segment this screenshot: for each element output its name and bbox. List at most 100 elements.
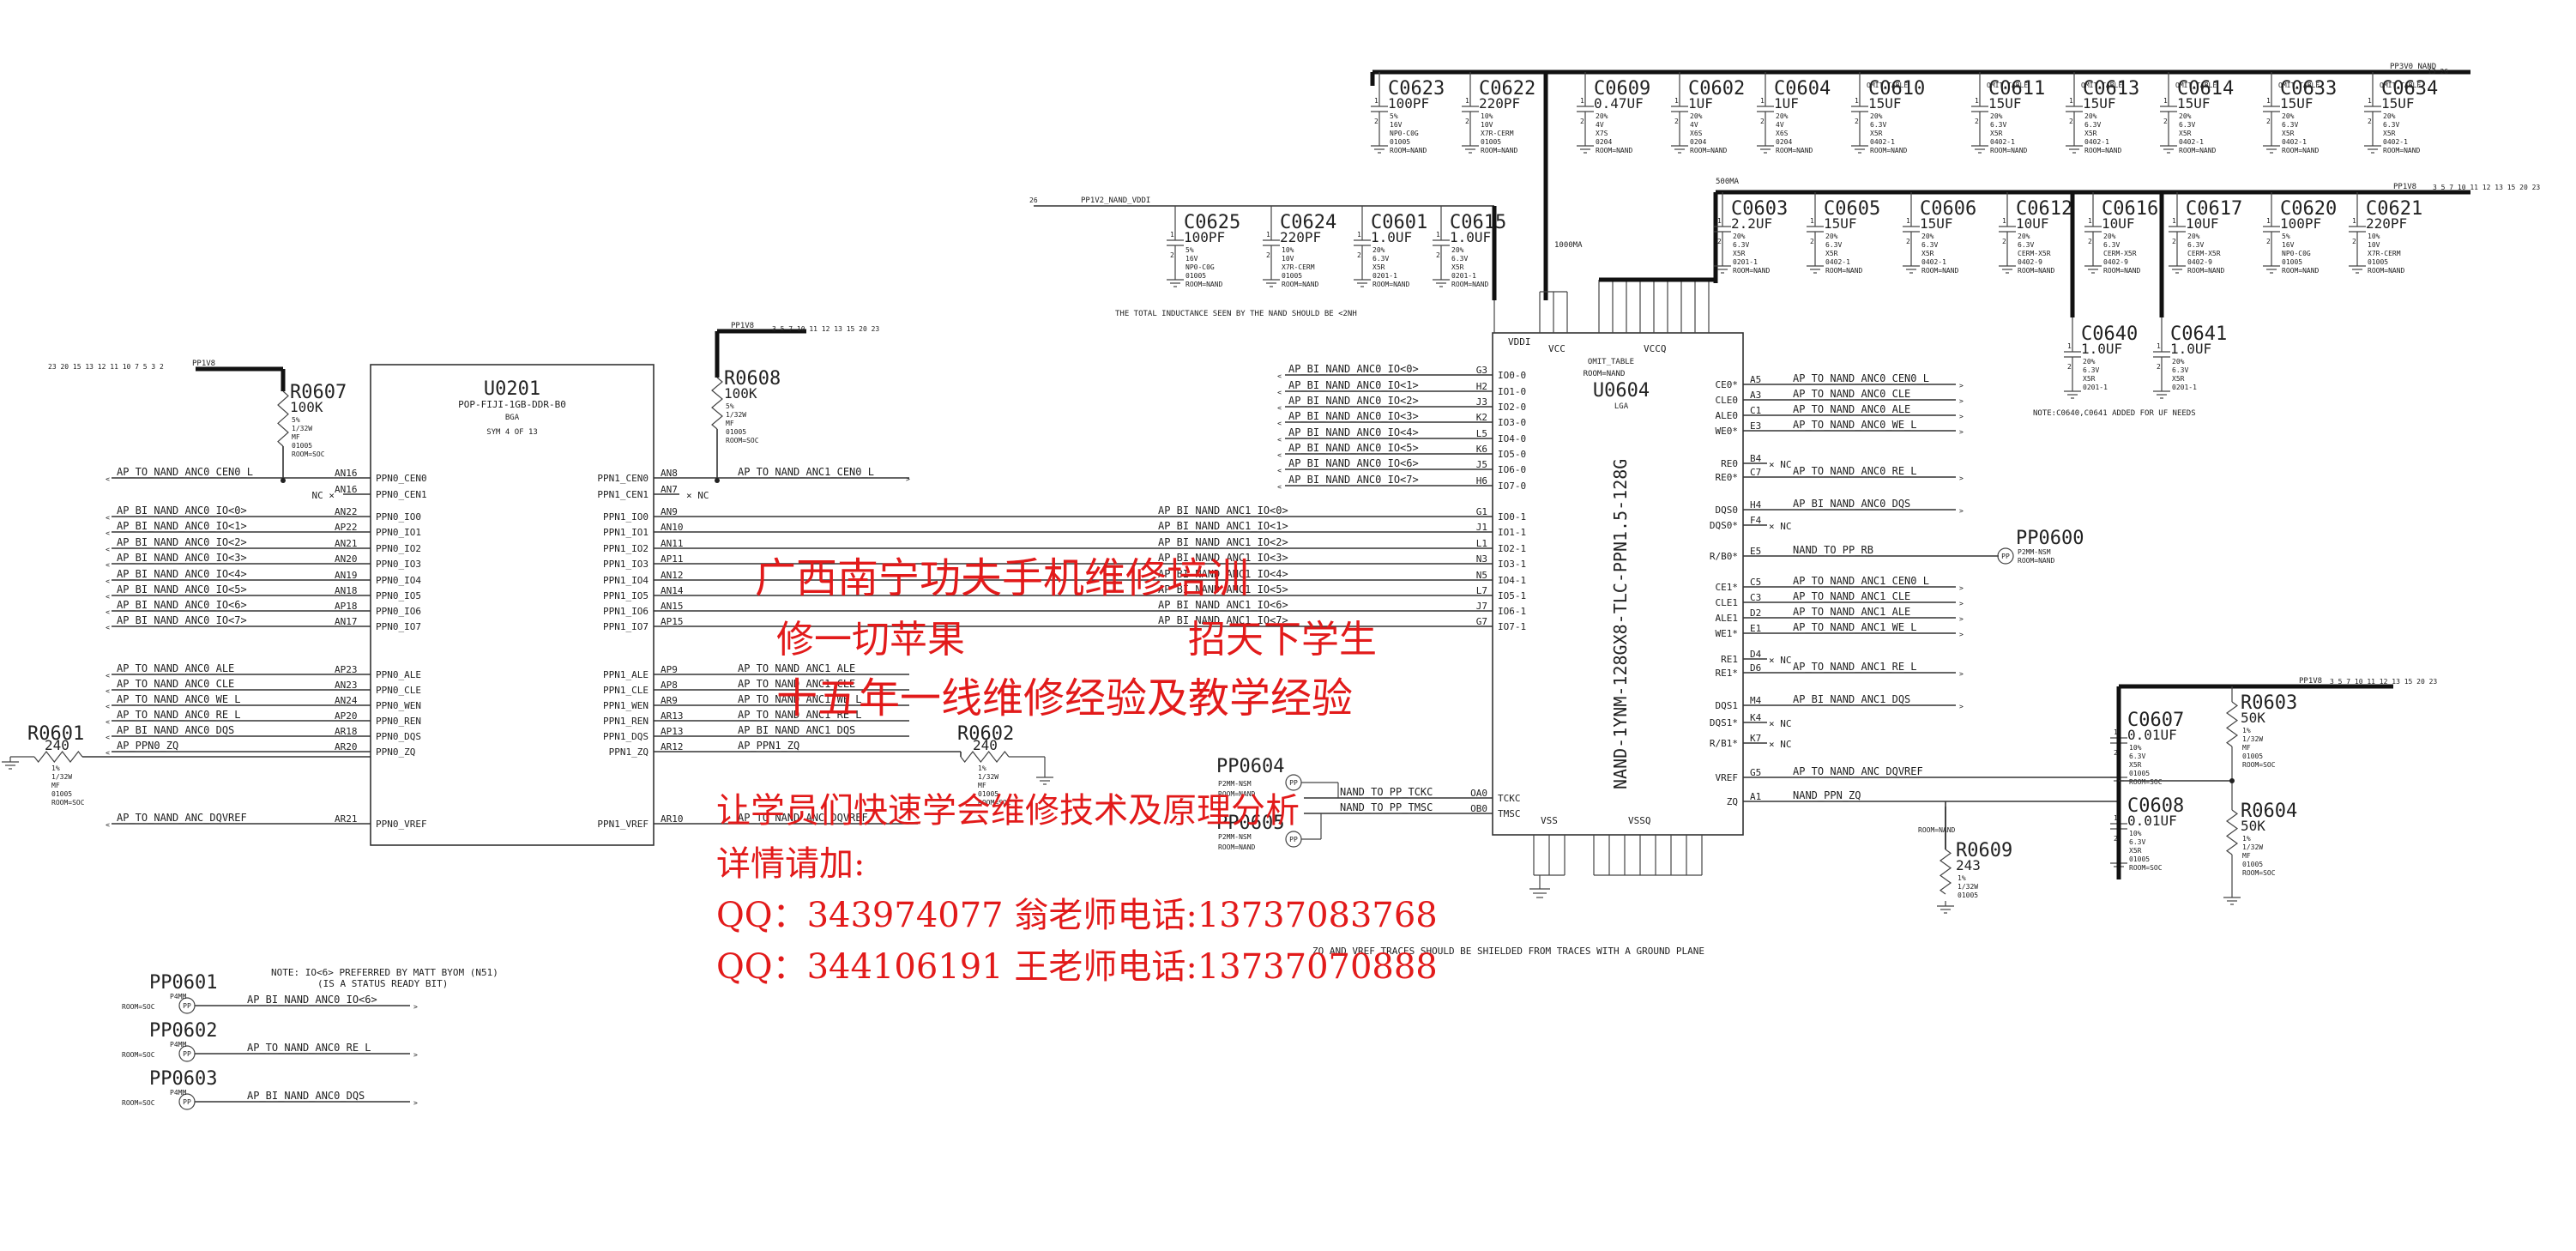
pin-ball: AP23 [335,664,358,675]
cap-ref: C0623 [1388,78,1445,100]
pin-ball: J7 [1476,601,1487,612]
cap-spec: 0402-1 [2282,138,2307,146]
testpoint-pp0602: PPPP0602P4MMROOM=SOCAP_TO_NAND_ANC0_RE_L… [122,1020,418,1062]
pin-name: IO0-0 [1498,370,1526,381]
cap-spec: 01005 [2368,258,2388,266]
u0604-vccq-label: VCCQ [1644,343,1667,354]
cap-spec: 6.3V [1825,241,1842,249]
pin-ball: OA0 [1470,788,1487,799]
tp-mark: PP [183,1098,191,1106]
pin-name: PPN0_VREF [376,819,427,830]
resistor-spec: 01005 [1958,891,1978,899]
offpage-arrow: < [1277,389,1282,396]
cap-spec: X6S [1776,130,1789,137]
cap-pin1: 1 [2088,217,2092,225]
cap-spec: 20% [2172,358,2185,366]
offpage-arrow: > [1959,507,1964,515]
cap-pin2: 2 [1266,251,1270,259]
cap-spec: ROOM=NAND [1372,281,1410,288]
pin-ball: AR10 [661,813,684,825]
cap-spec: 0402-1 [1825,258,1850,266]
cap-value: 10UF [2186,215,2219,232]
cap-spec: X7S [1596,130,1608,137]
net-label: AP_TO_NAND_ANC1_WE_L [1793,621,1917,633]
cap-value: 100PF [1184,229,1225,245]
resistor-spec: 1/32W [1958,883,1978,891]
cap-pin1: 1 [2157,342,2161,350]
net-label: AP_TO_NAND_ANC_DQVREF [1793,765,1923,777]
top-capacitor-bank: 12C0623100PF5%16VNP0-C0G01005ROOM=NAND12… [1371,72,2438,154]
cap-pin1: 1 [2114,728,2118,736]
cap-spec: ROOM=NAND [2179,147,2217,154]
pp3v0-nand-bus: PP3V0_NAND 13 26 [1370,63,2470,300]
cap-pin1: 1 [1580,97,1584,105]
offpage-arrow: > [413,1099,418,1107]
cap-spec: 6.3V [2129,752,2145,760]
pin-name: IO5-0 [1498,449,1526,460]
cap-spec: 6.3V [1733,241,1749,249]
pin-name: RE0* [1716,472,1739,483]
tp-mark: PP [1289,836,1298,843]
net-label: AP_BI_NAND_ANC0_IO<6> [247,994,377,1006]
cap-spec: CERM-X5R [2187,250,2221,257]
u0604-vss-label: VSS [1541,815,1558,826]
net-label: AP_BI_NAND_ANC0_DQS [1793,498,1910,510]
no-connect: NC × [312,490,335,501]
net-label: AP_BI_NAND_ANC1_IO<2> [1158,536,1288,548]
no-connect: × NC [1769,459,1792,470]
pin-ball: AN22 [335,506,358,517]
cap-value: 0.01UF [2127,813,2177,829]
offpage-arrow: < [1277,467,1282,474]
pin-ball: OB0 [1470,803,1487,814]
cap-spec: ROOM=NAND [1481,147,1518,154]
pin-name: IO4-1 [1498,575,1526,586]
cap-spec: 10% [2129,830,2142,837]
pin-ball: AP13 [661,726,684,737]
cap-value: 15UF [1988,95,2022,112]
offpage-arrow: < [106,514,110,522]
pin-name: IO1-1 [1498,527,1526,538]
pin-name: PPN1_WEN [603,700,649,711]
cap-value: 15UF [1824,215,1857,232]
cap-spec: X6S [1690,130,1703,137]
pin-name: PPN0_CEN1 [376,489,427,500]
net-label: AP_TO_NAND_ANC1_ALE [1793,606,1910,618]
net-label: AP_BI_NAND_ANC0_DQS [117,724,234,736]
cap-pin1: 1 [1436,231,1440,239]
pin-ball: AN7 [661,484,678,495]
resistor-spec: 01005 [978,790,998,798]
cap-spec: 6.3V [2084,121,2101,129]
pin-name: ZQ [1727,796,1738,807]
u0604-pin-r-b1n: R/B1*K7× NC [1710,733,1792,750]
cap-pin2: 2 [2088,238,2092,245]
pin-ball: AN23 [335,680,358,691]
net-label: AP_TO_NAND_ANC0_RE_L [247,1042,371,1054]
cap-pin2: 2 [1374,118,1378,125]
pin-name: PPN1_CLE [603,685,649,696]
pin-ball: E1 [1750,623,1761,634]
cap-spec: 10V [2368,241,2380,249]
r0607-pullup: PP1V8 23 20 15 13 12 11 10 7 5 3 2 [48,360,286,391]
pin-ball: AN19 [335,570,358,581]
cap-value: 1.0UF [2170,341,2211,357]
cap-spec: X5R [1825,250,1838,257]
pin-name: PPN1_IO3 [603,559,649,570]
pin-ball: C5 [1750,577,1761,588]
net-label: AP_TO_NAND_ANC0_WE_L [117,693,241,705]
cap-pin2: 2 [2266,238,2271,245]
tp-room: ROOM=SOC [122,1051,155,1059]
cap-spec: 6.3V [1451,255,1468,263]
